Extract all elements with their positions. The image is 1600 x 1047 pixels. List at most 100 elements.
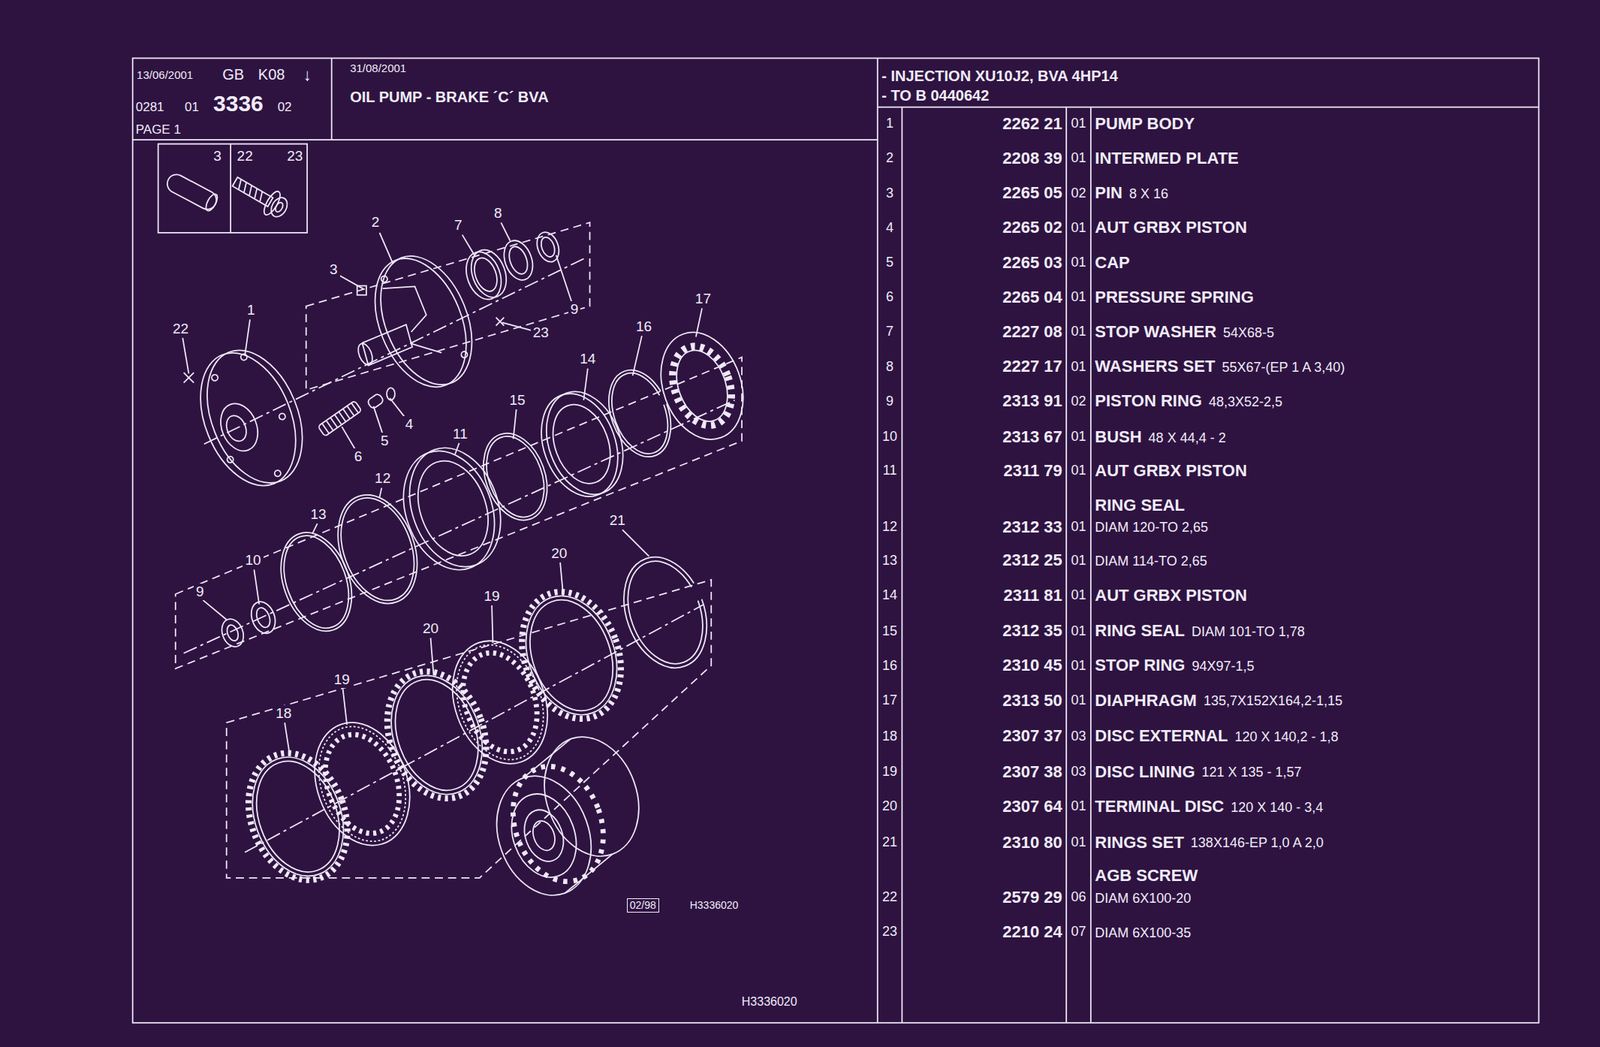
brake-drum	[497, 753, 619, 894]
pump-body	[182, 336, 321, 501]
drawing-date: 02/98	[626, 897, 660, 912]
leader-line	[284, 722, 290, 755]
inset-screw	[268, 194, 291, 220]
clutch-disc	[436, 626, 564, 777]
variant-code: 01	[1071, 289, 1087, 305]
callout-number: 9	[568, 301, 582, 318]
part-dimension: 121 X 135 - 1,57	[1202, 764, 1302, 781]
dashed-group-outline	[226, 579, 712, 878]
seal-ring	[646, 320, 757, 451]
intermediate-plate	[382, 277, 443, 365]
axis-line	[244, 604, 705, 853]
variant-code: 01	[1071, 115, 1087, 132]
leader-line	[454, 442, 459, 455]
pump-body	[274, 469, 283, 478]
part-name: STOP WASHER	[1094, 322, 1217, 341]
clutch-disc	[449, 641, 550, 762]
variant-code: 01	[1071, 518, 1087, 535]
row-number: 16	[882, 657, 898, 674]
inset-screw	[274, 201, 285, 214]
part-dimension: 120 X 140,2 - 1,8	[1235, 729, 1339, 745]
callout-number: 23	[286, 147, 303, 165]
brake-drum	[529, 817, 559, 854]
frame-line	[132, 57, 1540, 1022]
washer-ring	[506, 244, 531, 277]
leader-line	[513, 409, 517, 439]
variant-code: 03	[1071, 728, 1087, 745]
part-reference: 2210 24	[1002, 922, 1063, 941]
part-name: TERMINAL DISC	[1094, 796, 1224, 816]
callout-number: 9	[193, 583, 207, 600]
header-text: - INJECTION XU10J2, BVA 4HP14	[881, 67, 1118, 85]
leader-line	[389, 397, 405, 418]
inset-box: 3	[158, 144, 231, 233]
table-heading: AGB SCREW	[1094, 865, 1198, 885]
part-reference: 2265 03	[1002, 253, 1063, 272]
part-reference: 2312 33	[1002, 517, 1063, 537]
seal-ring	[218, 320, 758, 650]
variant-code: 01	[1071, 623, 1087, 639]
part-dimension: DIAM 120-TO 2,65	[1094, 519, 1209, 536]
part-dimension: 120 X 140 - 3,4	[1230, 799, 1323, 816]
piston-part	[386, 387, 395, 400]
seal-ring	[542, 396, 621, 492]
pump-body	[213, 397, 265, 457]
leader-line	[502, 322, 534, 331]
part-dimension: 54X68-5	[1223, 325, 1275, 341]
frame-line	[901, 107, 904, 1023]
row-number: 23	[882, 923, 898, 940]
callout-number: 23	[530, 324, 552, 341]
pressure-spring	[317, 400, 362, 437]
leader-line	[202, 599, 226, 620]
header-text: K08	[258, 66, 286, 84]
row-number: 5	[885, 254, 894, 271]
part-name: AUT GRBX PISTON	[1094, 217, 1248, 237]
frame-line	[877, 106, 1540, 109]
callout-number: 21	[607, 512, 628, 529]
header-text: 31/08/2001	[349, 61, 407, 75]
variant-code: 01	[1071, 462, 1087, 479]
seal-ring	[247, 598, 280, 637]
leader-line	[343, 688, 347, 725]
part-name: DISC EXTERNAL	[1094, 726, 1228, 745]
washer-ring	[533, 229, 563, 266]
seal-ring	[472, 424, 559, 529]
frame-line	[132, 138, 878, 141]
clutch-disc	[298, 708, 426, 859]
seal-ring	[597, 361, 682, 465]
brake-drum	[480, 762, 607, 908]
part-dimension: 94X97-1,5	[1191, 658, 1254, 675]
intermediate-plate	[380, 274, 389, 284]
variant-code: 01	[1071, 428, 1087, 445]
plate-shaft	[355, 341, 375, 368]
seal-ring	[662, 337, 742, 434]
header-text: - TO B 0440642	[881, 87, 989, 105]
leader-line	[560, 562, 564, 597]
seal-ring	[328, 487, 428, 610]
variant-code: 01	[1071, 798, 1087, 814]
callout-number: 18	[273, 705, 294, 722]
axis-line	[183, 400, 736, 654]
part-dimension: 8 X 16	[1129, 186, 1169, 202]
part-dimension: DIAM 6X100-20	[1094, 890, 1191, 907]
washer-ring	[460, 229, 564, 305]
part-reference: 2313 50	[1002, 690, 1063, 710]
inset-pin	[203, 192, 220, 213]
callout-number: 20	[420, 620, 441, 637]
callout-number: 10	[242, 551, 263, 569]
seal-ring	[527, 382, 632, 507]
part-dimension: 55X67-(EP 1 A 3,40)	[1221, 359, 1345, 376]
intermediate-plate	[357, 242, 490, 401]
seal-ring	[268, 522, 365, 641]
leader-line	[341, 426, 356, 449]
row-number: 14	[882, 587, 898, 603]
washer-ring	[470, 254, 501, 295]
part-name: DIAPHRAGM	[1094, 690, 1197, 710]
dashed-group-outline	[175, 222, 742, 878]
part-name: RINGS SET	[1094, 832, 1185, 852]
dashed-group-outline	[306, 222, 591, 390]
seal-ring	[387, 437, 510, 582]
row-number: 3	[885, 185, 894, 202]
seal-ring	[323, 483, 431, 615]
row-number: 22	[882, 888, 898, 905]
